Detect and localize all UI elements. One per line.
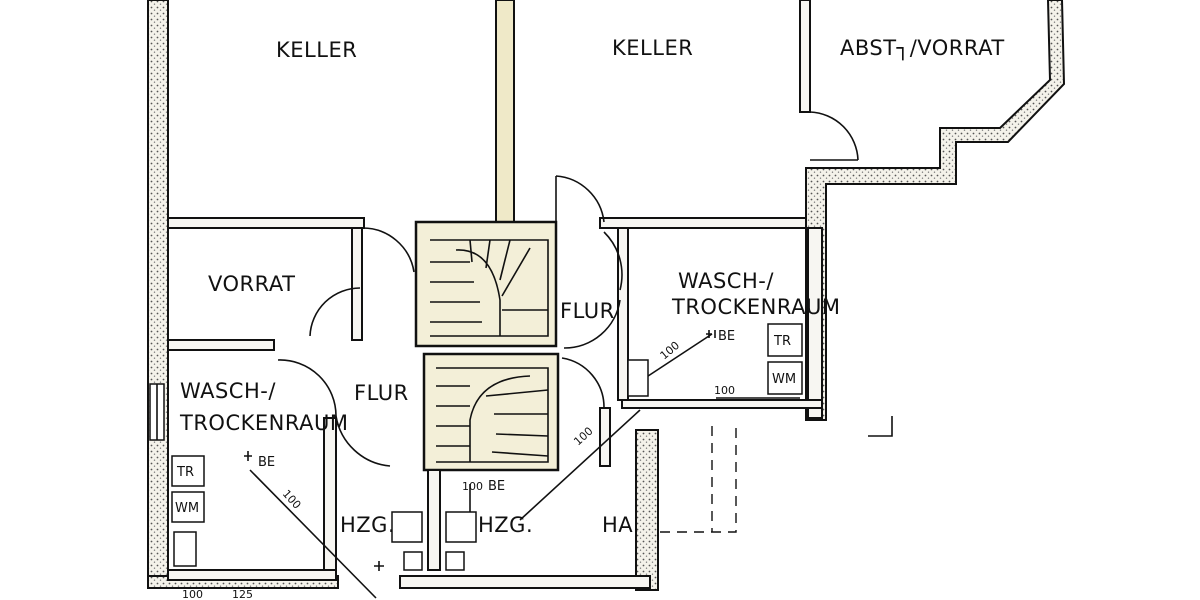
room-vorrat: VORRAT [208,272,295,296]
label-be-left: BE [258,455,275,470]
room-wasch-right-line2: TROCKENRAUM [671,295,840,319]
stairs [430,239,549,463]
wm-left-box [171,491,205,523]
valve-icons [244,330,716,571]
tr-right-box [767,323,803,357]
appliance-labels: TR WM TR WM [175,334,796,516]
walls [147,0,1066,591]
dim-125: 125 [232,588,253,600]
room-wasch-left-line2: TROCKENRAUM [179,411,348,435]
appliances [171,323,803,571]
valve-icon [244,451,252,461]
label-tr-left: TR [176,465,194,480]
room-ha: HA. [602,513,640,537]
label-be-center: BE [488,479,505,494]
room-abstell-vorrat: ABST┐/VORRAT [840,36,1005,61]
dim-100-d: 100 [280,487,304,511]
room-hzg-left: HZG. [340,513,395,537]
doors [277,111,859,467]
room-hzg-right: HZG. [478,513,533,537]
room-keller-right: KELLER [612,36,693,60]
room-labels: KELLER KELLER ABST┐/VORRAT VORRAT FLUR F… [179,36,1005,537]
dim-100-b: 100 [714,384,735,397]
dim-100-c: 100 [571,425,595,449]
label-wm-right: WM [772,372,796,387]
room-keller-left: KELLER [276,38,357,62]
dim-100-bottom: 100 [182,588,203,600]
valve-icon [706,330,716,338]
room-wasch-right-line1: WASCH-/ [678,269,774,293]
room-flur-upper: FLUR [560,299,615,323]
room-wasch-left-line1: WASCH-/ [180,379,276,403]
dashed-outline [657,416,893,533]
label-be-right: BE [718,329,735,344]
wm-right-box [767,361,803,395]
tr-left-box [171,455,205,487]
room-flur-lower: FLUR [354,381,409,405]
dim-100-a: 100 [658,339,682,362]
valve-icon [374,561,384,571]
label-wm-left: WM [175,501,199,516]
dim-100-e: 100 [462,480,483,493]
label-tr-right: TR [773,334,791,349]
